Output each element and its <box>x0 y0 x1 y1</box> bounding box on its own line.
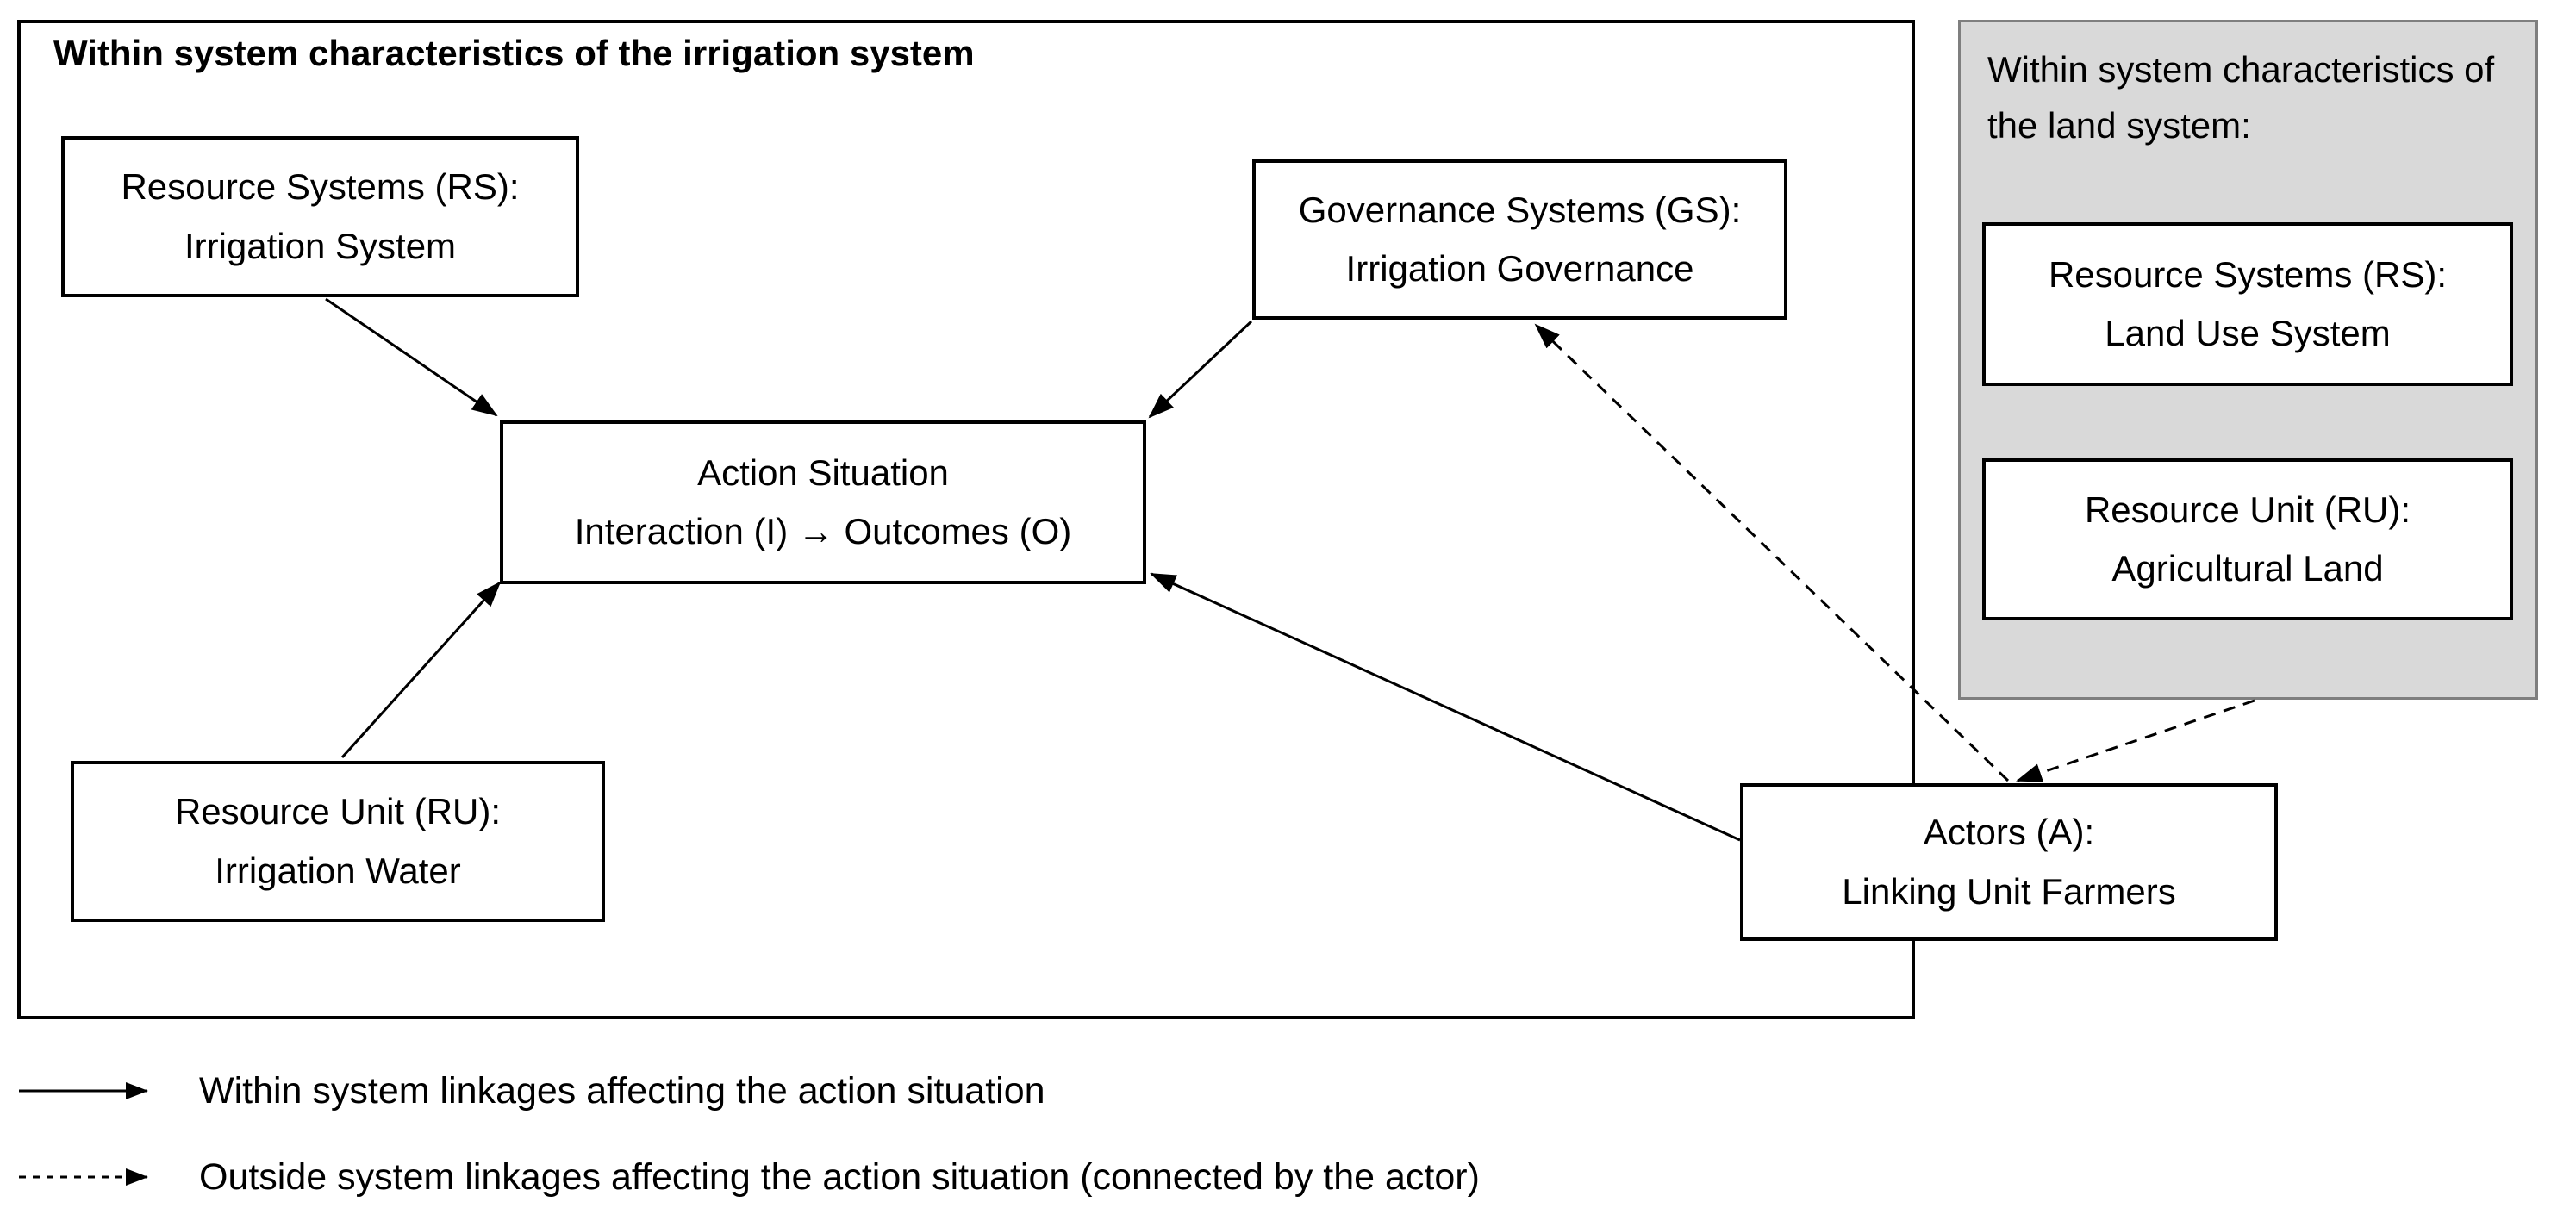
actors-label-line2: Linking Unit Farmers <box>1842 870 2176 912</box>
legend-label-within-system: Within system linkages affecting the act… <box>199 1069 1045 1112</box>
arrow-landsystem-to-actors-dashed <box>2016 699 2255 782</box>
resource-unit-land-box: Resource Unit (RU): Agricultural Land <box>1982 458 2513 620</box>
resource-unit-irrigation-box: Resource Unit (RU): Irrigation Water <box>71 761 605 922</box>
legend-row-outside-system: Outside system linkages affecting the ac… <box>17 1153 1480 1201</box>
resource-unit-irrigation-label-line2: Irrigation Water <box>215 850 461 891</box>
legend-label-outside-system: Outside system linkages affecting the ac… <box>199 1155 1480 1198</box>
resource-systems-land-label-line2: Land Use System <box>2105 313 2391 353</box>
actors-box: Actors (A): Linking Unit Farmers <box>1740 783 2278 941</box>
irrigation-system-title: Within system characteristics of the irr… <box>53 33 975 73</box>
resource-systems-irrigation-label-line1: Resource Systems (RS): <box>121 166 520 208</box>
action-situation-label-line2: Interaction (I) → Outcomes (O) <box>574 511 1072 551</box>
resource-unit-land-label-line2: Agricultural Land <box>2111 548 2384 589</box>
governance-systems-box: Governance Systems (GS): Irrigation Gove… <box>1252 159 1787 320</box>
legend-row-within-system: Within system linkages affecting the act… <box>17 1067 1045 1115</box>
resource-unit-land-label-line1: Resource Unit (RU): <box>2084 489 2411 530</box>
resource-systems-irrigation-label-line2: Irrigation System <box>184 225 457 266</box>
governance-systems-label-line1: Governance Systems (GS): <box>1298 189 1742 230</box>
governance-systems-label-line2: Irrigation Governance <box>1345 248 1694 289</box>
actors-label-line1: Actors (A): <box>1923 812 2095 853</box>
resource-systems-land-box: Resource Systems (RS): Land Use System <box>1982 222 2513 386</box>
resource-systems-irrigation-box: Resource Systems (RS): Irrigation System <box>61 136 579 297</box>
legend-solid-arrow-icon <box>19 1082 148 1099</box>
resource-systems-land-label-line1: Resource Systems (RS): <box>2048 253 2448 295</box>
land-system-title: Within system characteristics of the lan… <box>1987 49 2495 146</box>
action-situation-box: Action Situation Interaction (I) → Outco… <box>500 420 1146 584</box>
action-situation-label-line1: Action Situation <box>697 452 949 493</box>
legend-dashed-arrow-icon <box>19 1168 148 1186</box>
resource-unit-irrigation-label-line1: Resource Unit (RU): <box>174 791 502 832</box>
